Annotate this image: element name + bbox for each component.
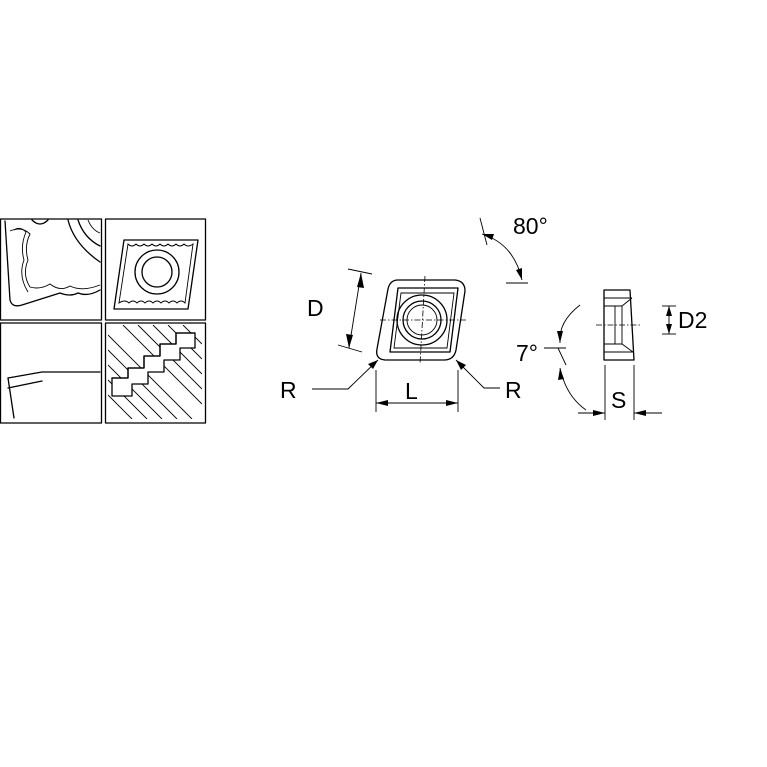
label-l: L [405,378,418,404]
label-s: S [611,387,626,413]
label-radius-left: R [280,377,297,403]
dimension-d2: D2 [662,305,707,335]
angle-80: 80° [479,213,548,284]
label-radius-right: R [505,377,522,403]
dimension-l: L [375,370,459,412]
dimension-d: D [307,268,373,353]
angle-7: 7° [516,304,587,411]
icon-panel [0,218,207,424]
label-d2: D2 [678,307,707,333]
insert-side-view [596,289,640,361]
hatched-application-icon [104,322,207,424]
label-angle-80: 80° [513,213,548,239]
insert-top-view [376,275,466,365]
label-d: D [307,295,324,321]
edge-profile-icon [0,322,103,424]
insert-topview-icon [104,218,207,321]
radius-leader-left: R [280,359,379,403]
dimension-s: S [578,365,662,420]
label-angle-7: 7° [516,340,538,366]
radius-leader-right: R [455,359,522,403]
chipbreaker-geometry-icon [0,218,103,321]
